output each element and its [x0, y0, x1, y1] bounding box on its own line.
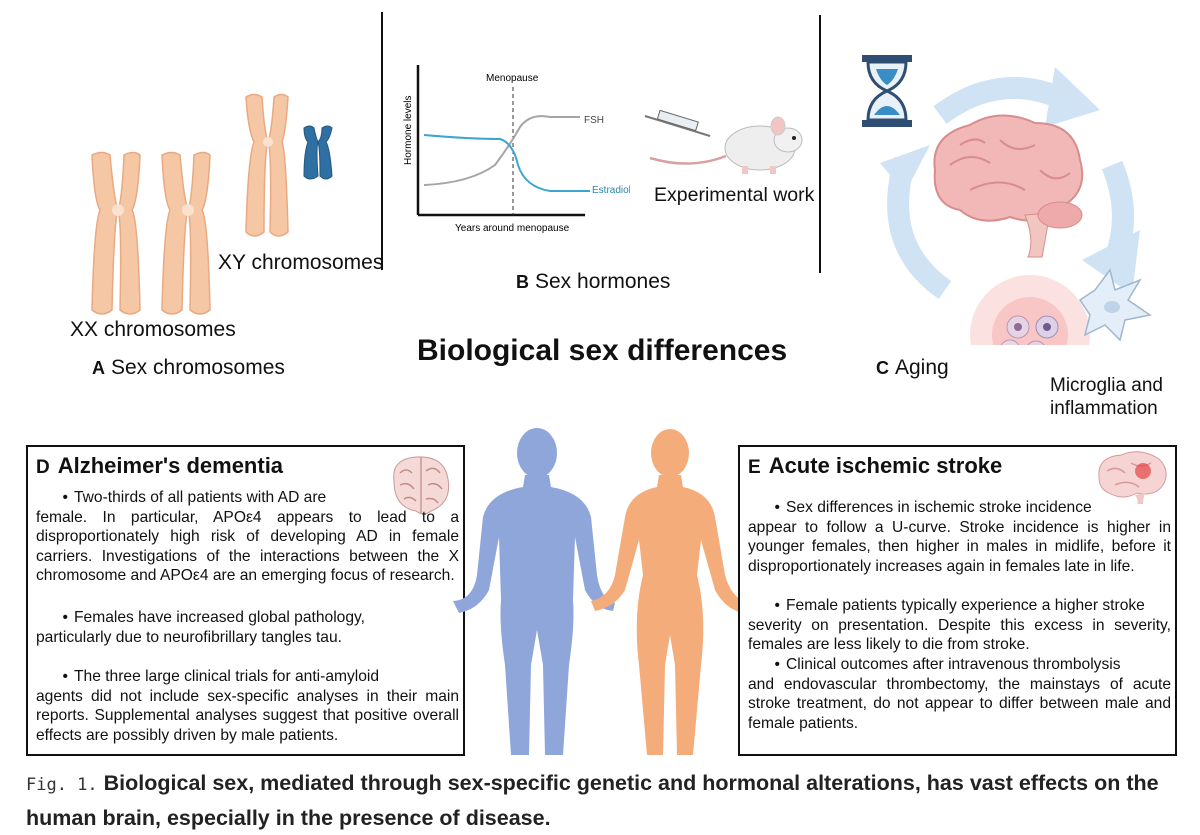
figure-caption-text: Biological sex, mediated through sex-spe…: [26, 771, 1159, 830]
panel-e-title: E Acute ischemic stroke: [748, 453, 1002, 479]
panel-b-letter: B: [516, 272, 529, 292]
microglia-label-1: Microglia and: [1050, 375, 1163, 396]
aging-cycle-graphic: [862, 55, 1152, 345]
immune-cells: [1000, 315, 1059, 345]
panel-b-title: B Sex hormones: [516, 270, 670, 294]
xx-chromosomes-label: XX chromosomes: [70, 318, 236, 341]
panel-e-bullet-2: •Female patients typically experience a …: [748, 597, 1171, 654]
fsh-line: [423, 115, 580, 186]
cycle-arrow-top: [933, 77, 1070, 124]
brain-icon: [933, 114, 1084, 258]
panel-c-label: Aging: [895, 356, 949, 379]
panel-e-bullet-2-rest: severity on presentation. Despite this e…: [748, 616, 1171, 654]
divider-bc: [819, 15, 821, 273]
panel-a-letter: A: [92, 358, 105, 378]
xy-chromosomes-label: XY chromosomes: [218, 251, 384, 274]
experimental-work-label: Experimental work: [654, 184, 815, 206]
panel-e-box: E Acute ischemic stroke •Sex differences …: [738, 445, 1177, 756]
stroke-brain-icon: [1098, 451, 1167, 504]
panel-e-letter: E: [748, 457, 761, 478]
fsh-label: FSH: [584, 115, 604, 126]
panel-e-heading: Acute ischemic stroke: [768, 453, 1003, 478]
panel-d-bullet-1-first: Two-thirds of all patients with AD are: [74, 489, 327, 506]
panel-b-label: Sex hormones: [535, 270, 671, 293]
panel-d-bullet-3: •The three large clinical trials for ant…: [36, 668, 459, 744]
panel-d-bullet-2-rest: particularly due to neurofibrillary tang…: [36, 628, 342, 646]
human-figures: [453, 428, 747, 755]
panel-e-bullet-1-first: Sex differences in ischemic stroke incid…: [786, 499, 1092, 516]
microglia-label-2: inflammation: [1050, 398, 1158, 419]
panel-e-bullet-1-rest: appear to follow a U-curve. Stroke incid…: [748, 518, 1171, 575]
chart-xlabel: Years around menopause: [455, 223, 570, 234]
brain-section-icon: [393, 456, 450, 515]
female-figure-icon: [591, 429, 747, 755]
main-title: Biological sex differences: [417, 334, 788, 367]
microglia-icon: [1078, 268, 1152, 342]
panel-e-bullet-3-rest: and endovascular thrombectomy, the mains…: [748, 675, 1171, 732]
panel-c-title: C Aging: [876, 356, 949, 380]
estradiol-line: [423, 134, 590, 192]
panel-a-label: Sex chromosomes: [111, 356, 285, 379]
panel-e-bullet-3: •Clinical outcomes after intravenous thr…: [748, 656, 1171, 732]
panel-d-bullet-2: •Females have increased global pathology…: [36, 608, 459, 647]
panel-d-title: D Alzheimer's dementia: [36, 453, 283, 479]
mouse-syringe-icon: [644, 109, 803, 174]
xy-chromosomes-icon: [245, 93, 333, 237]
male-figure-icon: [453, 428, 615, 755]
panel-d-box: D Alzheimer's dementia •Two-thirds of all…: [26, 445, 465, 756]
panel-a-title: A Sex chromosomes: [92, 356, 285, 380]
menopause-label: Menopause: [486, 73, 539, 84]
estradiol-label: Estradiol: [592, 185, 630, 196]
hormone-chart: Menopause FSH Estradiol Years around men…: [403, 65, 630, 234]
panel-d-bullet-3-rest: agents did not include sex-specific anal…: [36, 687, 459, 744]
panel-d-heading: Alzheimer's dementia: [57, 453, 284, 478]
chart-ylabel: Hormone levels: [403, 96, 414, 165]
panel-e-bullet-2-first: Female patients typically experience a h…: [786, 597, 1145, 614]
panel-d-bullet-3-first: The three large clinical trials for anti…: [74, 668, 380, 685]
divider-ab: [381, 12, 383, 270]
panel-d-bullet-1-rest: female. In particular, APOε4 appears to …: [36, 508, 459, 585]
figure-label: Fig. 1.: [26, 775, 98, 795]
panel-d-letter: D: [36, 457, 50, 478]
panel-e-bullet-1: •Sex differences in ischemic stroke inci…: [748, 499, 1171, 575]
panel-d-bullet-1: •Two-thirds of all patients with AD are …: [36, 489, 459, 585]
panel-e-bullet-3-first: Clinical outcomes after intravenous thro…: [786, 656, 1121, 673]
inflammation-glow: [970, 275, 1090, 345]
panel-c-letter: C: [876, 358, 889, 378]
hourglass-icon: [862, 55, 912, 127]
figure-caption: Fig. 1. Biological sex, mediated through…: [26, 767, 1186, 835]
xx-chromosomes-icon: [91, 151, 211, 315]
panel-d-bullet-2-first: Females have increased global pathology,: [74, 609, 365, 626]
